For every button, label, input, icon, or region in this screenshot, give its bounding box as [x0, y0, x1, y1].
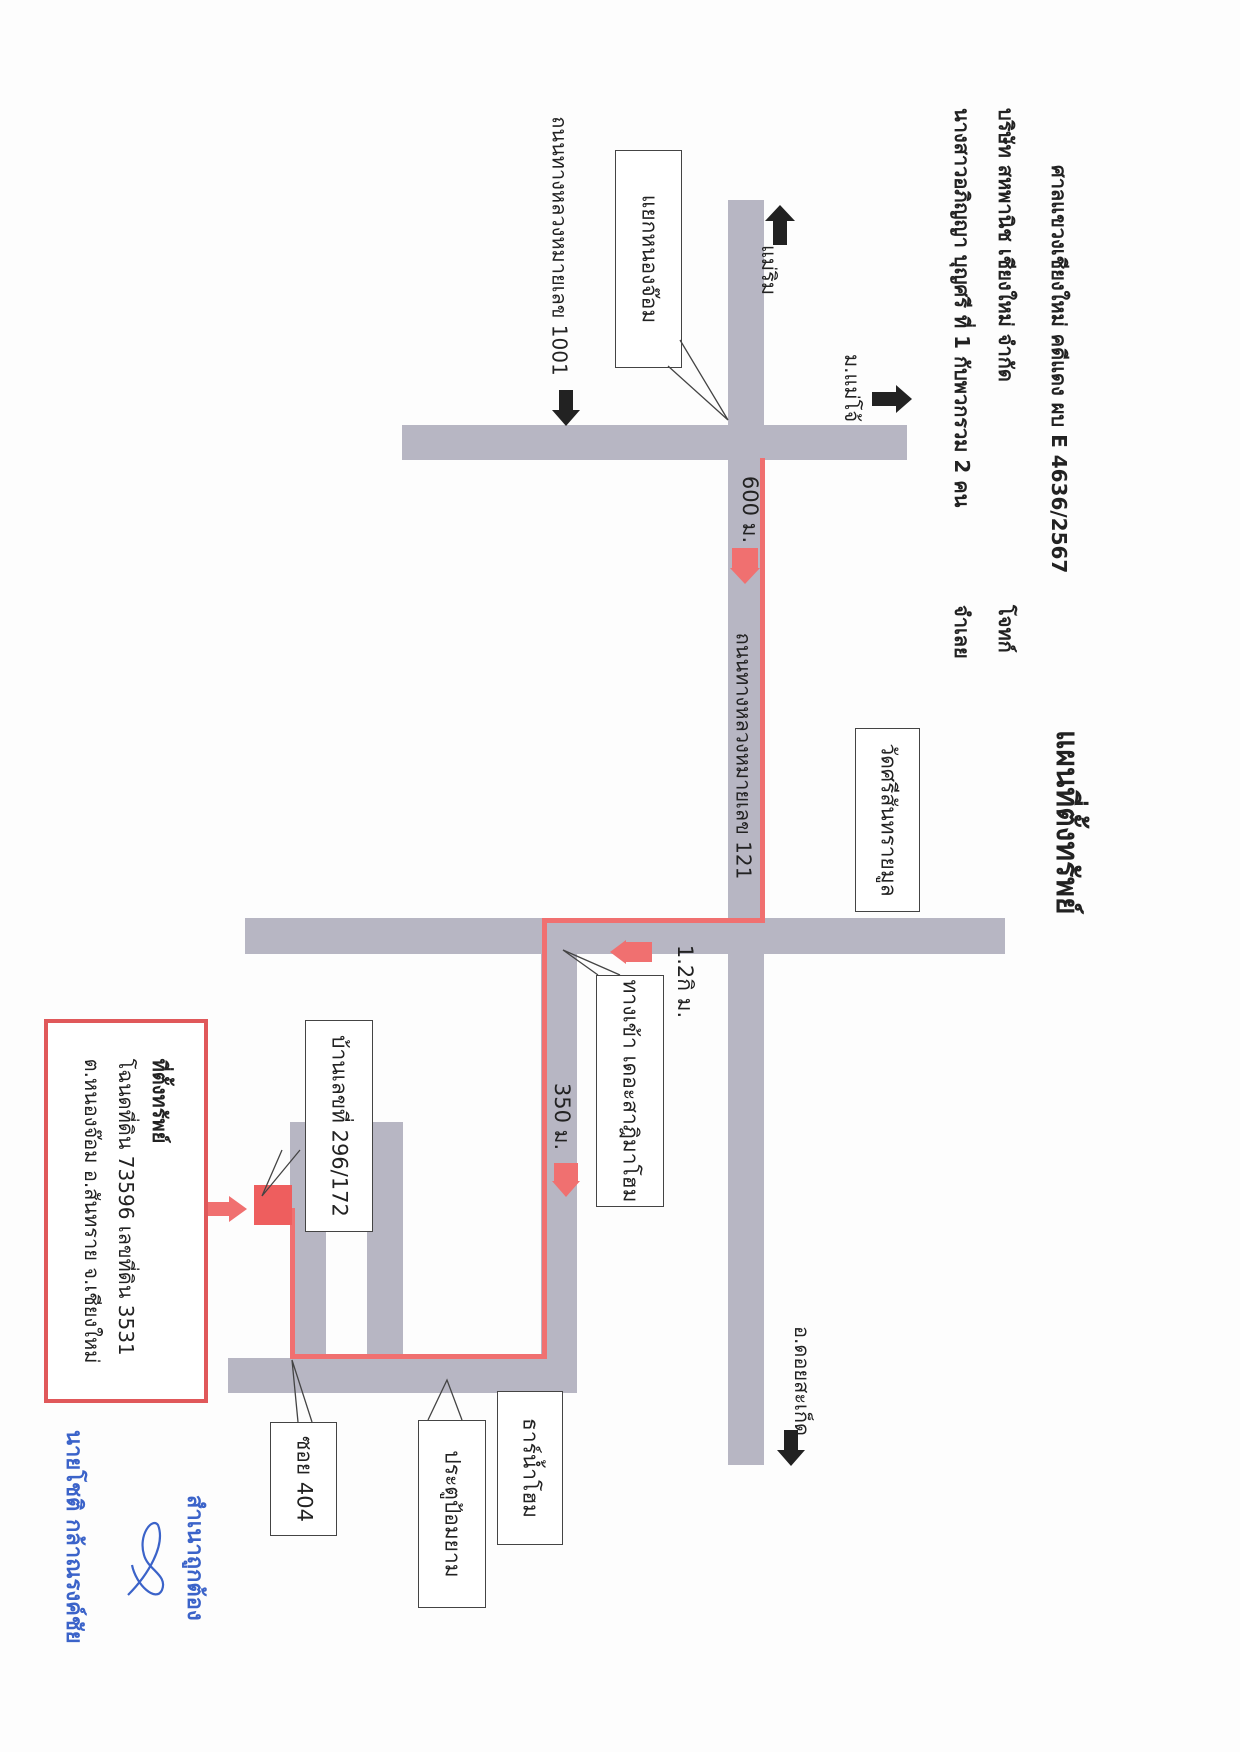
- arrow-down-doi-saket: [777, 1430, 805, 1466]
- callout-soi: ซอย 404: [270, 1422, 337, 1536]
- certified-copy-stamp: สำเนาถูกต้อง: [182, 1495, 207, 1621]
- route-segment-3: [542, 918, 547, 1358]
- route-arrow-down-2: [552, 1163, 580, 1197]
- route-segment-4: [290, 1354, 547, 1359]
- property-box-deed: โฉนดที่ดิน 73596 เลขที่ดิน 3531: [114, 1058, 138, 1356]
- signature: [127, 1522, 165, 1596]
- callout-gate: ประตูป้อมยาม: [418, 1420, 486, 1608]
- road-121: [728, 200, 764, 1465]
- branch-road-2: [367, 1122, 403, 1358]
- arrow-up-mae-rim: [765, 205, 795, 245]
- route-segment-2: [542, 918, 765, 923]
- arrow-left-1001: [552, 390, 580, 426]
- arrow-right-mae-jo: [872, 385, 912, 413]
- callout-junction: แยกหนองจ๊อม: [615, 150, 682, 368]
- side-road: [541, 918, 577, 1393]
- road-1001: [402, 425, 907, 460]
- property-arrow: [203, 1196, 247, 1222]
- property-box-title: ที่ตั้งทรัพย์: [148, 1058, 172, 1144]
- property-box-location: ต.หนองจ๊อม อ.สันทราย จ.เชียงใหม่: [80, 1058, 104, 1364]
- property-marker: [254, 1185, 292, 1225]
- callout-entrance: ทางเข้า เดอะสาฎิมาโฮม: [596, 975, 664, 1207]
- route-segment-5: [290, 1208, 295, 1358]
- route-arrow-down-1: [730, 548, 760, 584]
- callout-pond: ธาร์น้ำโฮม: [497, 1391, 563, 1545]
- callout-house-number: บ้านเลขที่ 296/172: [305, 1020, 373, 1232]
- route-arrow-left: [610, 940, 652, 964]
- property-info-box: ที่ตั้งทรัพย์ โฉนดที่ดิน 73596 เลขที่ดิน…: [44, 1019, 208, 1403]
- route-segment-1: [760, 458, 765, 923]
- signatory-name: นายโชติ กล้าณรงค์ชัย: [61, 1430, 86, 1644]
- callout-temple: วัดศรีสันทรายมูล: [855, 728, 920, 912]
- soi-404-road: [228, 1358, 573, 1393]
